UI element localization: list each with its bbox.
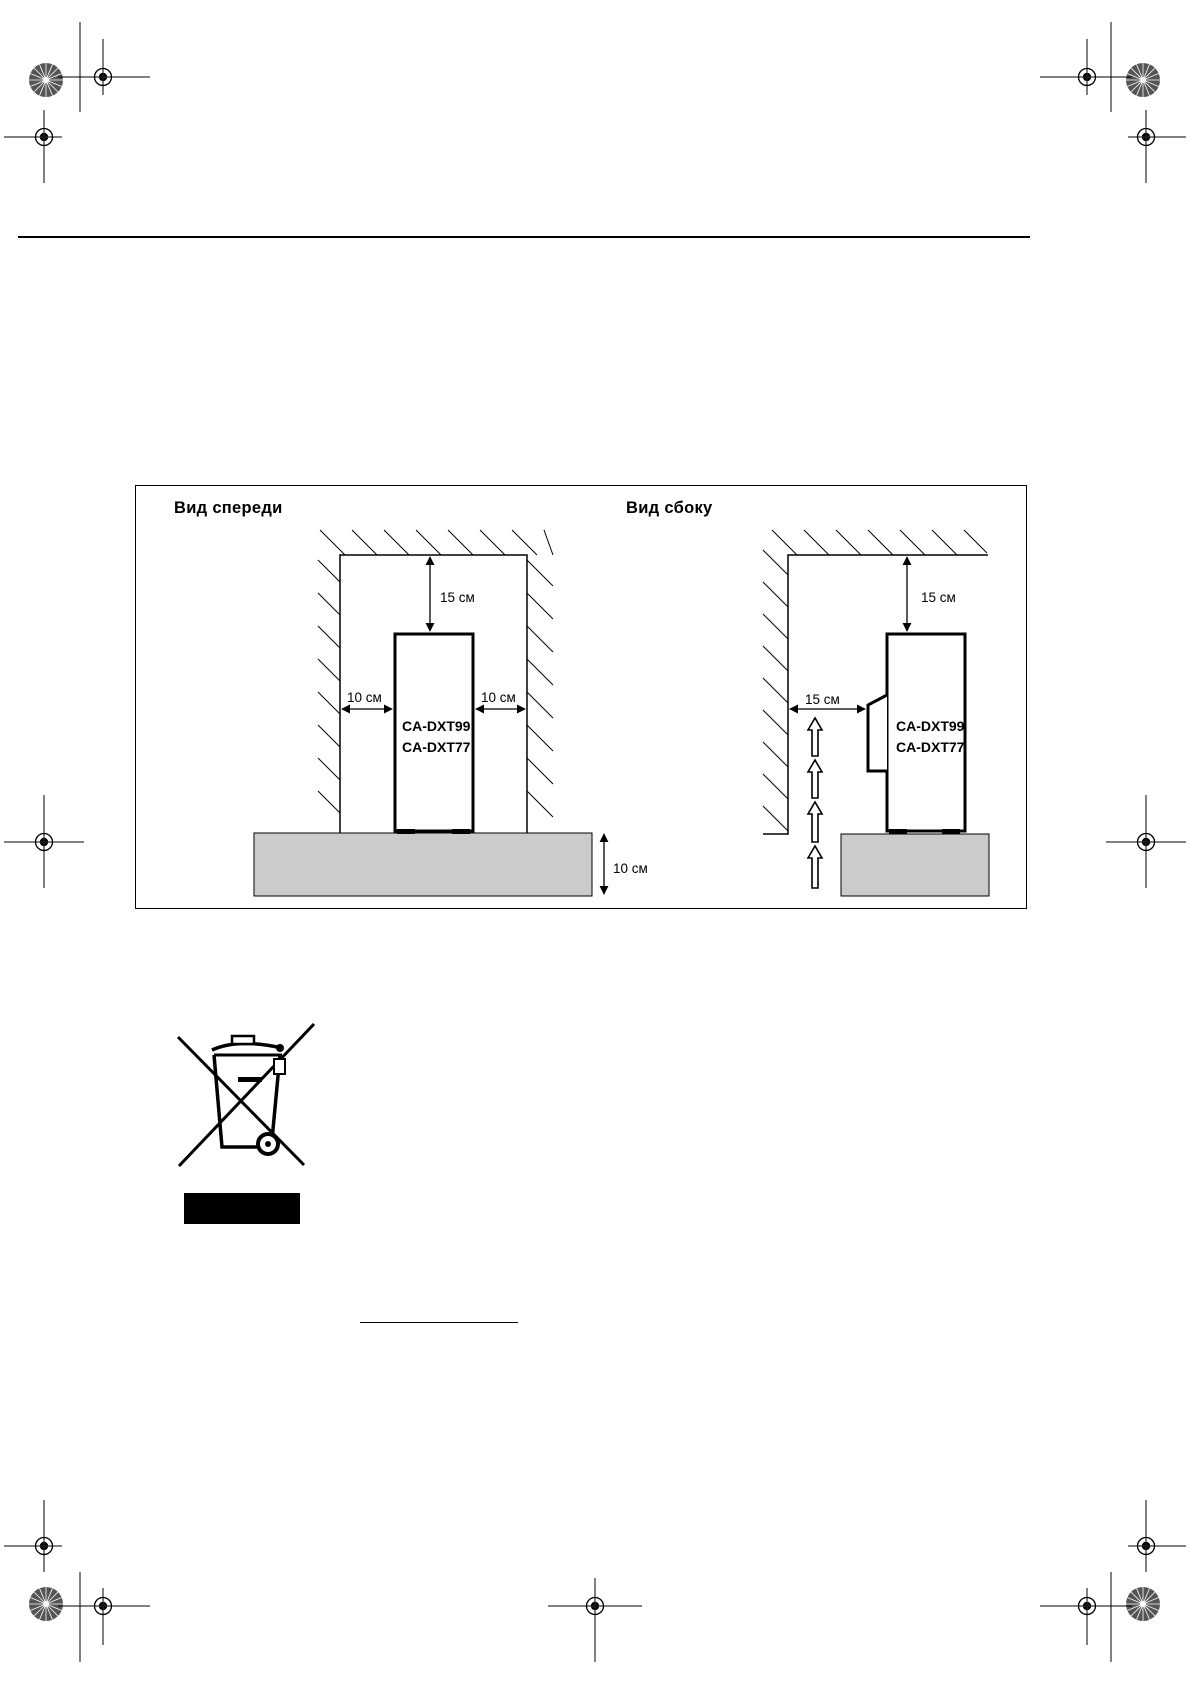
front-top-clearance: 15 см [440, 590, 475, 605]
front-left-clearance: 10 см [347, 690, 382, 705]
front-view [253, 529, 609, 897]
side-top-clearance: 15 см [921, 590, 956, 605]
side-model-label: CA-DXT99 CA-DXT77 [896, 716, 964, 758]
side-model-line1: CA-DXT99 [896, 718, 965, 734]
front-model-line2: CA-DXT77 [402, 739, 471, 755]
weee-black-bar [184, 1193, 300, 1224]
front-model-line1: CA-DXT99 [402, 718, 471, 734]
front-base-height: 10 см [613, 861, 648, 876]
front-right-clearance: 10 см [481, 690, 516, 705]
front-view-title: Вид спереди [174, 499, 283, 517]
installation-diagram-frame [135, 485, 1027, 909]
side-model-line2: CA-DXT77 [896, 739, 965, 755]
airflow-arrows [806, 716, 824, 889]
side-back-clearance: 15 см [805, 692, 840, 707]
side-view [762, 529, 990, 897]
header-rule [18, 236, 1030, 238]
side-view-title: Вид сбоку [626, 499, 713, 517]
front-model-label: CA-DXT99 CA-DXT77 [402, 716, 470, 758]
underline-rule [360, 1322, 518, 1324]
crossed-out-wheelie-bin-icon [176, 1022, 316, 1168]
